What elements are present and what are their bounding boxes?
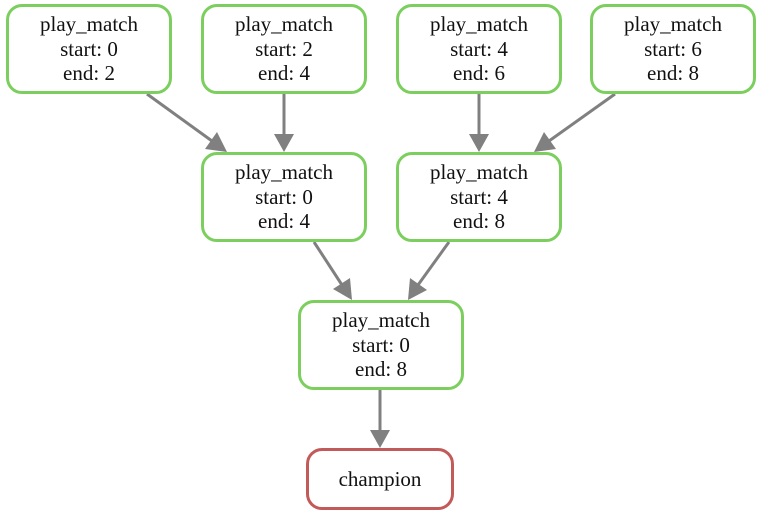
node-end: end: 8: [647, 61, 699, 86]
node-name: play_match: [624, 12, 722, 37]
node-end: end: 2: [63, 61, 115, 86]
edge-m-0-8-to-champion: [370, 390, 390, 448]
node-end: end: 4: [258, 209, 310, 234]
node-play-match-0-2: play_match start: 0 end: 2: [6, 4, 172, 94]
node-play-match-0-4: play_match start: 0 end: 4: [201, 152, 367, 242]
node-end: end: 4: [258, 61, 310, 86]
node-champion: champion: [306, 448, 454, 510]
node-start: start: 0: [60, 36, 118, 61]
node-start: start: 2: [255, 36, 313, 61]
node-end: end: 8: [453, 209, 505, 234]
node-start: start: 0: [255, 184, 313, 209]
node-name: play_match: [40, 12, 138, 37]
edge-m-2-4-to-m-0-4: [274, 94, 294, 152]
node-name: play_match: [430, 160, 528, 185]
edge-m-6-8-to-m-4-8: [534, 92, 616, 152]
edge-m-4-6-to-m-4-8: [469, 94, 489, 152]
edge-m-0-2-to-m-0-4: [146, 92, 227, 152]
node-name: play_match: [235, 160, 333, 185]
node-end: end: 8: [355, 357, 407, 382]
node-start: start: 0: [352, 332, 410, 357]
node-name: play_match: [235, 12, 333, 37]
node-play-match-2-4: play_match start: 2 end: 4: [201, 4, 367, 94]
node-start: start: 4: [450, 184, 508, 209]
node-play-match-6-8: play_match start: 6 end: 8: [590, 4, 756, 94]
node-play-match-0-8: play_match start: 0 end: 8: [298, 300, 464, 390]
node-name: play_match: [332, 308, 430, 333]
node-start: start: 6: [644, 36, 702, 61]
edge-m-0-4-to-m-0-8: [312, 241, 352, 300]
node-play-match-4-6: play_match start: 4 end: 6: [396, 4, 562, 94]
node-name: play_match: [430, 12, 528, 37]
node-name: champion: [338, 466, 422, 491]
node-play-match-4-8: play_match start: 4 end: 8: [396, 152, 562, 242]
edge-m-4-8-to-m-0-8: [408, 241, 451, 300]
node-start: start: 4: [450, 36, 508, 61]
node-end: end: 6: [453, 61, 505, 86]
